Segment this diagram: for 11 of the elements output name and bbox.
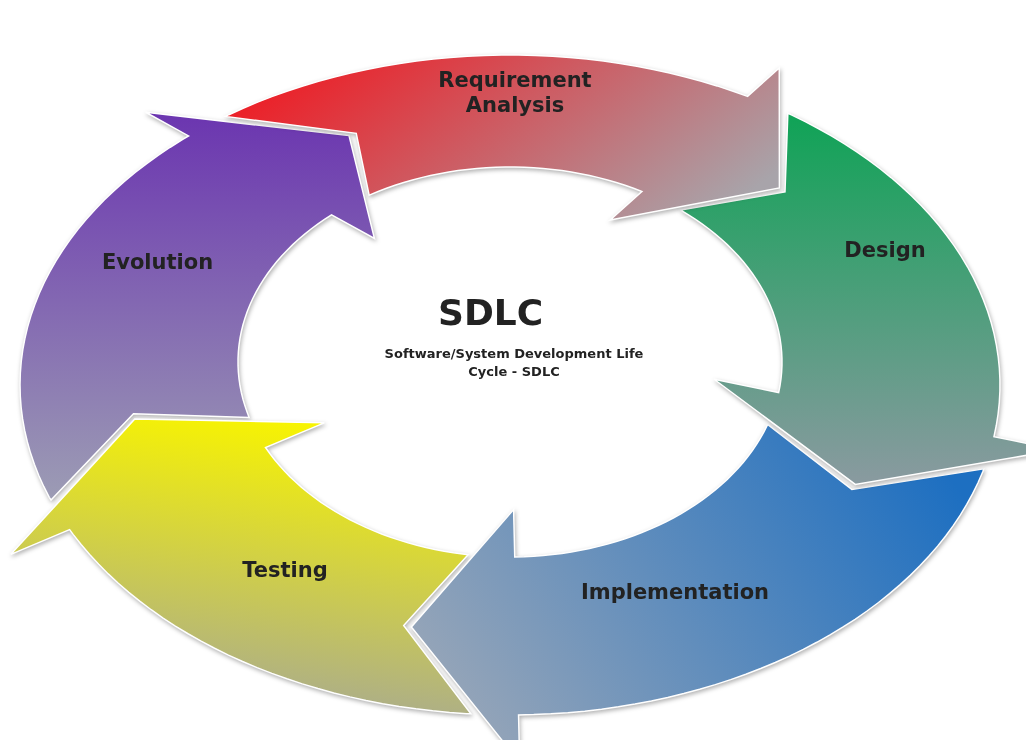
stage-label: Design: [843, 238, 927, 264]
stage-label: Evolution: [100, 250, 215, 276]
arrow-segment: [410, 423, 985, 740]
stage-label: Requirement Analysis: [437, 68, 593, 119]
stage-label: Implementation: [579, 580, 771, 606]
arrow-segment: [10, 418, 473, 715]
arrow-segment: [19, 111, 376, 502]
arrow-segment: [679, 112, 1026, 486]
diagram-title: SDLC: [438, 292, 544, 333]
stage-label: Testing: [241, 558, 329, 584]
subtitle-text: Software/System Development Life Cycle - SDLC: [383, 345, 645, 381]
